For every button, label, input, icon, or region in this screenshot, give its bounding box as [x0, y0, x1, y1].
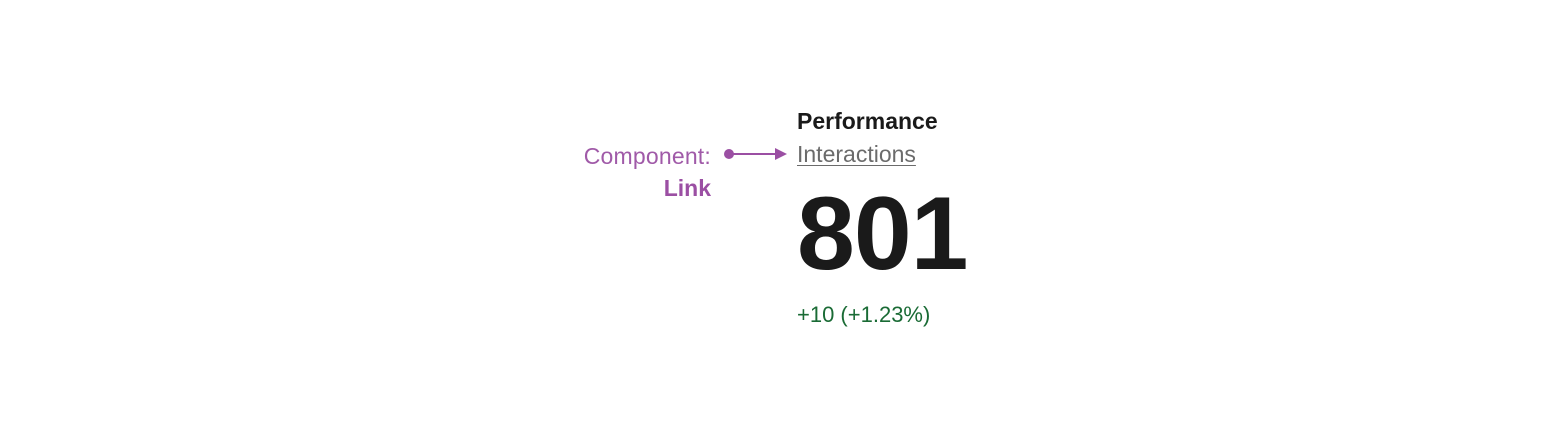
arrow-connector-icon [724, 148, 787, 160]
metric-card: Performance Interactions 801 +10 (+1.23%… [797, 104, 969, 330]
annotation-component-name: Link [663, 175, 711, 201]
metric-value: 801 [797, 176, 969, 292]
annotation-label: Component: [583, 143, 711, 169]
component-annotation: Component: Link [584, 140, 711, 204]
interactions-link[interactable]: Interactions [797, 141, 916, 167]
card-title: Performance [797, 108, 938, 134]
metric-delta: +10 (+1.23%) [797, 302, 931, 327]
